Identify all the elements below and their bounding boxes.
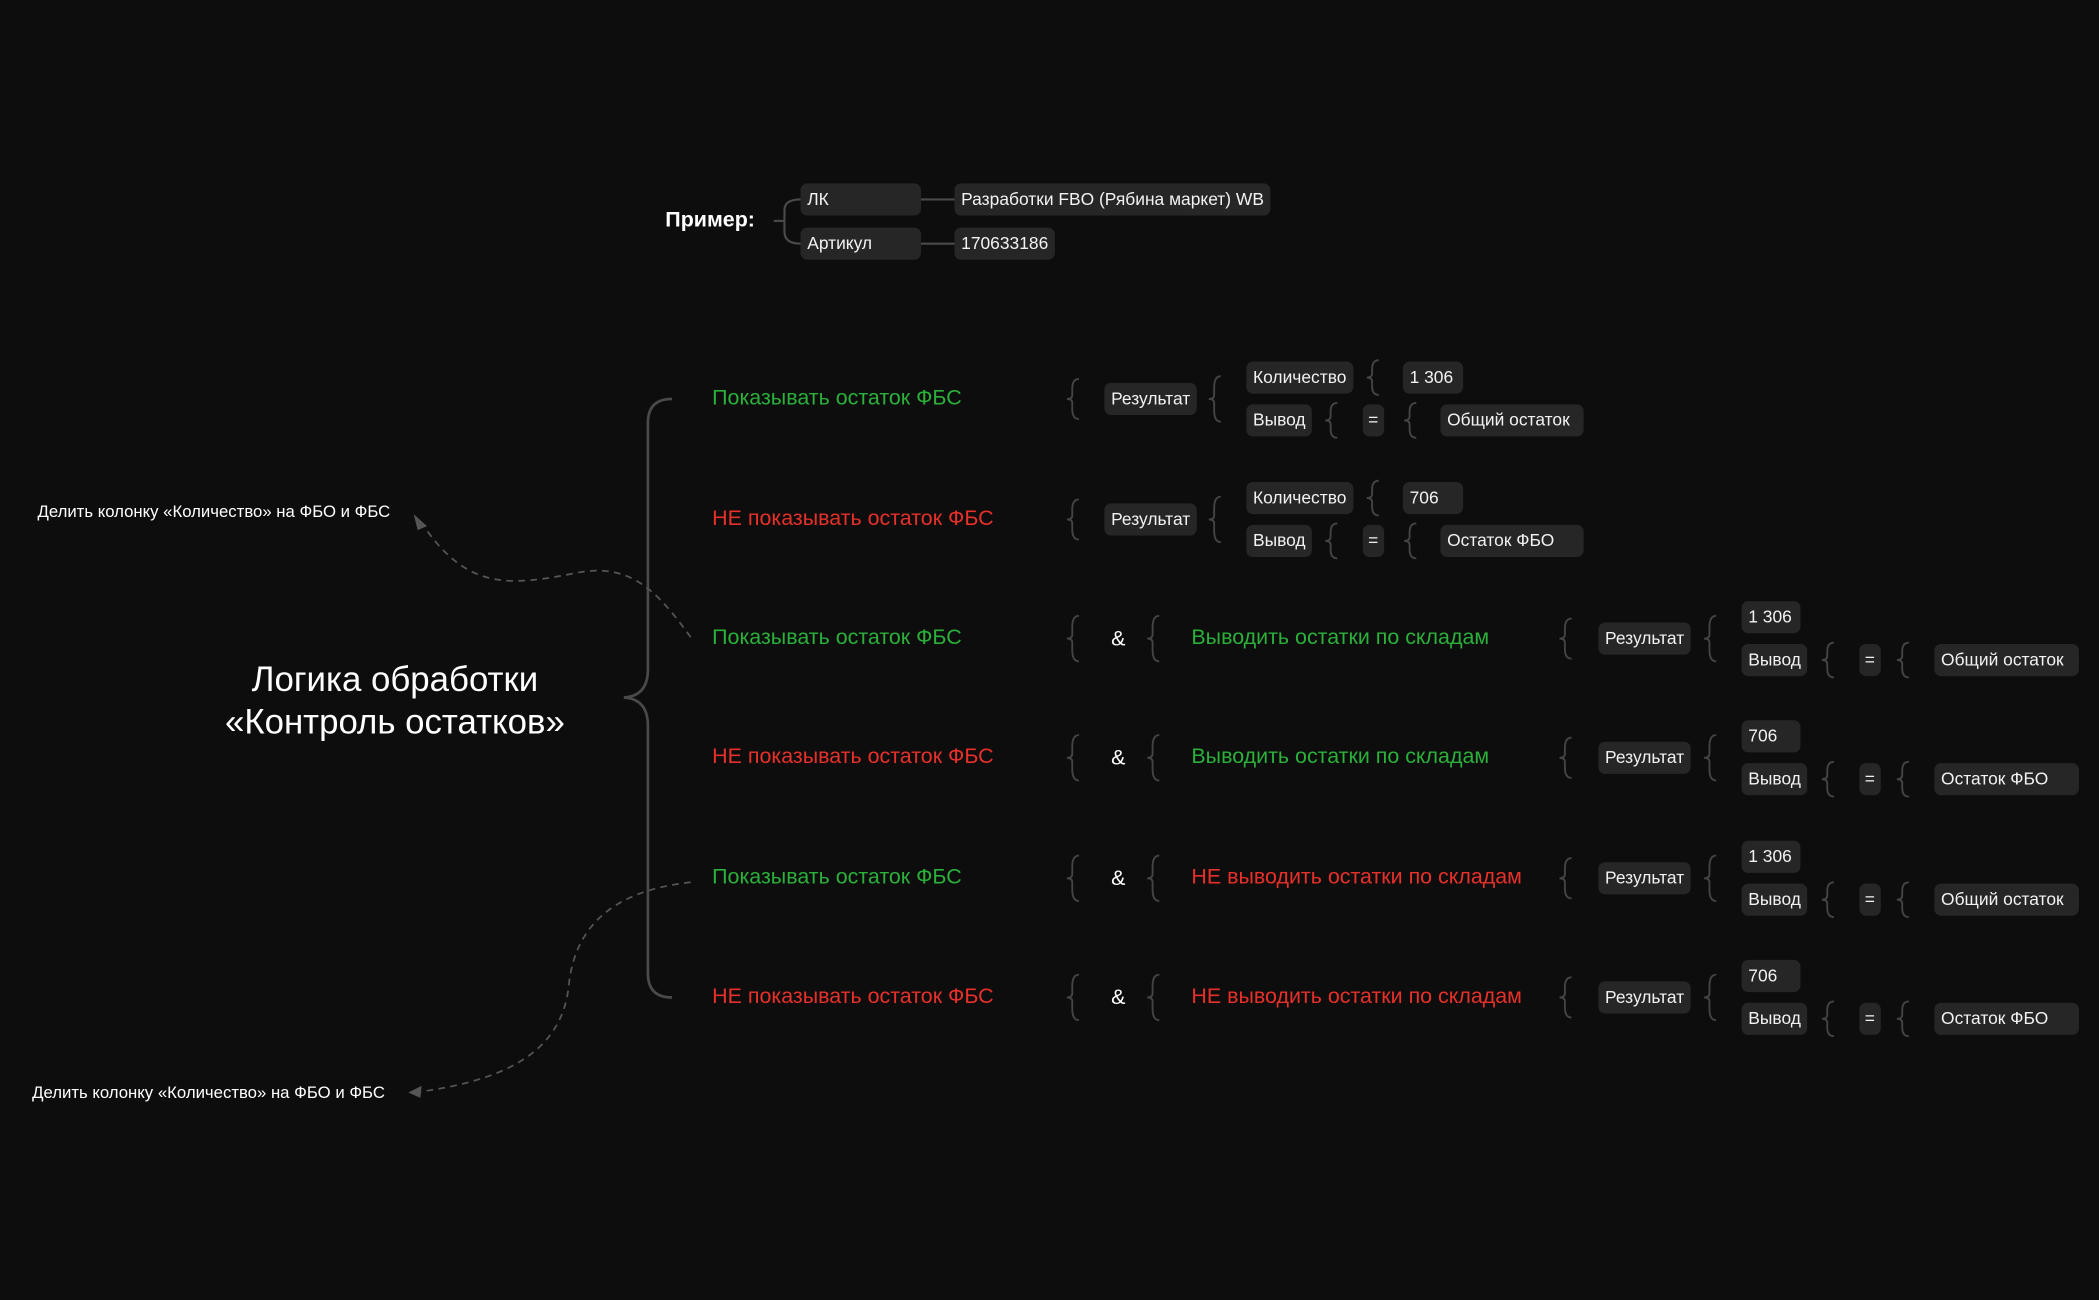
brace — [1896, 881, 1909, 919]
brace — [1147, 614, 1160, 663]
output-value-box: Общий остаток — [1440, 404, 1584, 437]
quantity-value-box: 706 — [1741, 959, 1801, 993]
fbs-condition: Показывать остаток ФБС — [712, 626, 962, 650]
brace — [1066, 614, 1080, 663]
brace — [1559, 976, 1572, 1019]
brace — [1404, 522, 1417, 560]
warehouse-condition: НЕ выводить остатки по складам — [1191, 866, 1522, 889]
output-value-box: Остаток ФБО — [1934, 1002, 2079, 1035]
and-operator: & — [1111, 627, 1126, 651]
brace — [1325, 522, 1338, 560]
brace — [1821, 881, 1835, 919]
quantity-value-box: 706 — [1402, 481, 1464, 515]
brace — [1896, 1000, 1909, 1038]
brace — [1821, 641, 1835, 679]
brace — [1366, 479, 1379, 517]
output-label-box: Вывод — [1246, 404, 1313, 437]
result-box: Результат — [1104, 382, 1197, 416]
output-value-box: Общий остаток — [1934, 883, 2079, 916]
example-key-lk: ЛК — [800, 183, 921, 216]
result-box: Результат — [1598, 622, 1691, 655]
side-note-bottom: Делить колонку «Количество» на ФБО и ФБС — [32, 1083, 385, 1102]
brace — [1896, 641, 1909, 679]
side-note-top: Делить колонку «Количество» на ФБО и ФБС — [37, 502, 391, 521]
quantity-value-box: 1 306 — [1741, 601, 1801, 634]
fbs-condition: НЕ показывать остаток ФБС — [712, 985, 994, 1009]
warehouse-condition: Выводить остатки по складам — [1191, 745, 1490, 769]
fbs-condition: Показывать остаток ФБС — [712, 866, 962, 889]
equals-box: = — [1859, 763, 1881, 796]
brace — [1366, 359, 1379, 396]
quantity-value-box: 1 306 — [1741, 840, 1801, 873]
and-operator: & — [1111, 986, 1126, 1010]
quantity-label-box: Количество — [1246, 481, 1354, 515]
fbs-condition: НЕ показывать остаток ФБС — [712, 507, 994, 531]
brace — [1404, 402, 1417, 439]
brace — [1066, 498, 1080, 541]
diagram-title: Логика обработки «Контроль остатков» — [187, 657, 602, 743]
quantity-label-box: Количество — [1246, 361, 1354, 394]
brace — [1066, 377, 1080, 420]
result-box: Результат — [1104, 503, 1197, 536]
brace — [1208, 495, 1221, 544]
equals-box: = — [1859, 883, 1881, 916]
brace — [1704, 734, 1717, 782]
brace — [1066, 734, 1080, 782]
output-label-box: Вывод — [1246, 524, 1313, 557]
output-value-box: Общий остаток — [1934, 643, 2079, 677]
brace — [1147, 734, 1160, 782]
result-box: Результат — [1598, 981, 1691, 1014]
example-value-lk: Разработки FBO (Рябина маркет) WB — [954, 183, 1271, 216]
output-label-box: Вывод — [1741, 883, 1808, 916]
output-value-box: Остаток ФБО — [1934, 763, 2079, 796]
brace — [1704, 973, 1717, 1022]
and-operator: & — [1111, 747, 1126, 770]
brace — [1559, 857, 1572, 900]
brace — [1559, 617, 1572, 660]
brace — [1066, 854, 1080, 902]
and-operator: & — [1111, 867, 1126, 891]
output-label-box: Вывод — [1741, 1002, 1808, 1035]
equals-box: = — [1362, 524, 1384, 557]
brace — [1704, 614, 1717, 663]
title-line-2: «Контроль остатков» — [224, 701, 565, 742]
brace — [1325, 402, 1338, 439]
brace — [1896, 760, 1909, 798]
brace — [1147, 854, 1160, 902]
title-line-1: Логика обработки — [251, 658, 539, 699]
brace — [1821, 760, 1835, 798]
brace — [1704, 854, 1717, 902]
example-value-article: 170633186 — [954, 227, 1055, 260]
output-label-box: Вывод — [1741, 643, 1808, 677]
output-value-box: Остаток ФБО — [1440, 524, 1584, 557]
fbs-condition: Показывать остаток ФБС — [712, 386, 962, 410]
brace — [1147, 973, 1160, 1022]
warehouse-condition: НЕ выводить остатки по складам — [1191, 985, 1522, 1009]
equals-box: = — [1859, 1002, 1881, 1035]
warehouse-condition: Выводить остатки по складам — [1191, 626, 1490, 650]
example-key-article: Артикул — [800, 227, 921, 260]
equals-box: = — [1859, 643, 1881, 677]
brace — [1559, 736, 1572, 779]
result-box: Результат — [1598, 741, 1691, 774]
brace — [1208, 375, 1221, 423]
equals-box: = — [1362, 404, 1384, 437]
output-label-box: Вывод — [1741, 763, 1808, 796]
quantity-value-box: 1 306 — [1402, 361, 1464, 394]
brace — [1066, 973, 1080, 1022]
result-box: Результат — [1598, 862, 1691, 895]
example-label: Пример: — [665, 208, 755, 232]
brace — [1821, 1000, 1835, 1038]
fbs-condition: НЕ показывать остаток ФБС — [712, 745, 994, 769]
quantity-value-box: 706 — [1741, 720, 1801, 753]
